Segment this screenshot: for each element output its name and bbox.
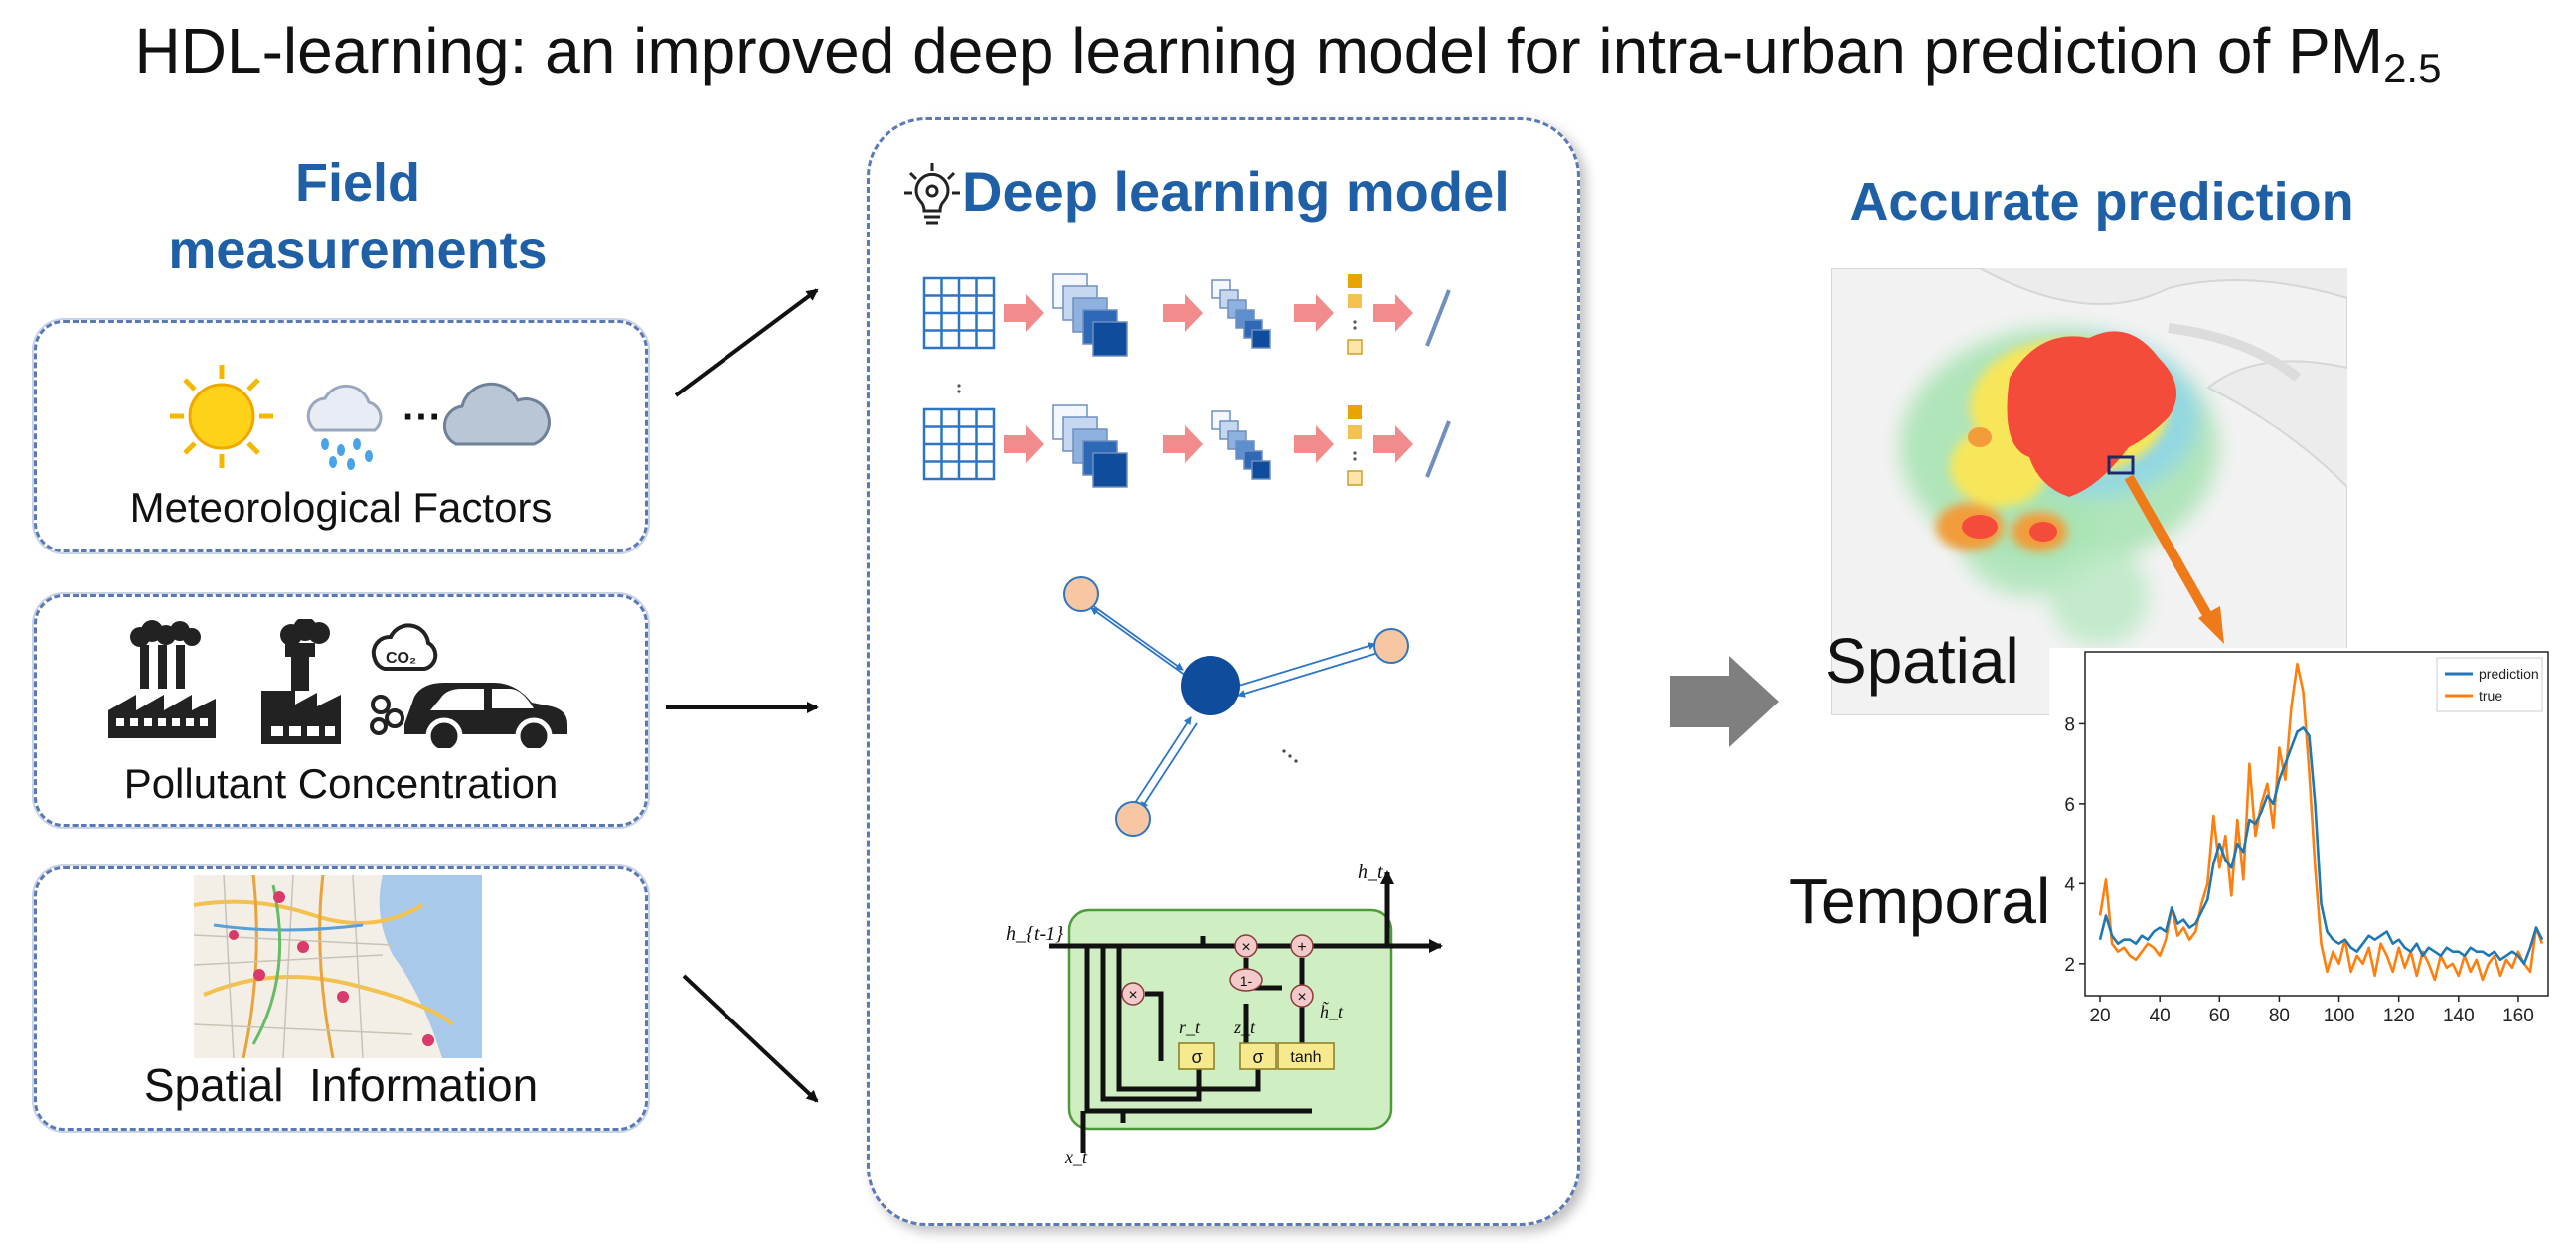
svg-text:×: × [1128,987,1137,1004]
arrow-meteorological [674,288,819,397]
x-tick-label: 100 [2324,1006,2355,1026]
cnn-diagram [922,272,1451,489]
central-graph-node [1181,656,1240,715]
tanh-gate: tanh [1277,1042,1335,1070]
x-tick-label: 140 [2443,1006,2475,1026]
svg-text:σ: σ [1252,1047,1263,1067]
big-grey-arrow [1670,656,1779,747]
svg-text:×: × [1241,939,1250,956]
legend-label: true [2479,688,2502,704]
factory-icon [261,619,341,744]
svg-text:σ: σ [1191,1047,1202,1067]
h-tilde-label: h̃_t [1320,1001,1344,1021]
chart-legend: prediction true [2436,657,2543,712]
x-t-label: x_t [1064,1147,1088,1167]
zoom-arrow [2124,474,2215,623]
heading-line1: Field [294,153,420,213]
title-subscript: 2.5 [2383,45,2442,91]
x-tick-label: 120 [2383,1006,2415,1026]
gate-op: × [1121,982,1145,1006]
cnn-row [922,272,1451,358]
x-tick-label: 60 [2209,1006,2230,1026]
cnn-row [922,403,1451,489]
series-line-prediction [2098,726,2544,966]
gru-cell-diagram: × + × × 1- σ σ tanh h_{t-1} h_t x_t r_t … [1006,862,1443,1167]
graph-node [1063,576,1099,612]
pollution-hotspot [2029,522,2057,542]
legend-box [2436,657,2543,712]
x-tick-label: 160 [2502,1006,2534,1026]
gru-cell-box [1067,908,1393,1131]
x-tick-label: 80 [2269,1006,2290,1026]
svg-text:×: × [1297,989,1306,1006]
gate-op: × [1290,984,1314,1008]
sigma-gate: σ [1178,1042,1215,1070]
z-t-label: z_t [1233,1018,1256,1037]
weather-icons: ··· [170,365,551,470]
y-tick-label: 8 [2064,714,2075,735]
y-tick-label: 6 [2064,795,2075,816]
vertical-ellipsis [957,384,961,393]
heading-line2: measurements [168,221,548,280]
car-exhaust-icon: CO₂ [370,623,567,748]
series-line-true [2098,662,2544,982]
legend-label: prediction [2479,666,2539,682]
sigma-gate: σ [1239,1042,1277,1070]
pollution-hotspot [1962,515,1998,539]
card-label: Meteorological Factors [129,484,553,531]
pollution-hotspot [2007,331,2176,497]
arrow-spatial [682,974,819,1103]
sun-icon [170,365,273,468]
y-tick-label: 4 [2064,874,2075,895]
h-prev-label: h_{t-1} [1006,923,1063,945]
graph-network-diagram [1063,576,1409,837]
r-t-label: r_t [1179,1018,1201,1037]
x-tick-label: 20 [2089,1006,2110,1026]
field-measurements-heading: Field measurements [99,149,616,284]
x-tick-label: 40 [2150,1006,2171,1026]
pollutant-card: CO₂ Pollutant Concentration [34,594,648,827]
accurate-prediction-heading: Accurate prediction [1850,172,2354,232]
co2-label: CO₂ [386,650,416,667]
graph-ellipsis [1282,749,1298,763]
ellipsis: ··· [402,395,442,439]
card-label: Spatial Information [143,1059,539,1111]
meteorological-card: ··· Meteorological Factors [34,320,648,552]
h-t-label: h_t [1358,862,1383,883]
lightbulb-gear-icon [904,163,960,225]
temporal-label: Temporal [1789,865,2051,937]
cloud-icon [442,382,551,446]
graph-node [1373,628,1409,664]
factory-icon [108,620,216,738]
selected-cell [2107,455,2135,475]
gate-op: × [1234,934,1258,958]
figure-title: HDL-learning: an improved deep learning … [134,15,2442,91]
temporal-prediction-chart: 20 40 60 80 100 120 140 160 2 4 6 8 prediction true [2049,648,2556,1035]
spatial-label: Spatial [1825,625,2019,697]
card-label: Pollutant Concentration [123,760,559,807]
gate-op: + [1290,934,1314,958]
svg-text:+: + [1297,939,1306,956]
deep-learning-heading: Deep learning model [962,160,1510,223]
pm25-heatmap [1831,268,2347,715]
factory-car-icons: CO₂ [108,619,567,748]
svg-text:tanh: tanh [1290,1049,1321,1066]
svg-text:1-: 1- [1240,973,1253,989]
spatial-info-card: Spatial Information [34,866,648,1131]
graph-node [1115,801,1151,837]
rain-cloud-icon [306,384,383,470]
gate-op: 1- [1229,968,1263,992]
city-map-thumbnail [194,875,482,1058]
y-tick-label: 2 [2064,955,2075,976]
